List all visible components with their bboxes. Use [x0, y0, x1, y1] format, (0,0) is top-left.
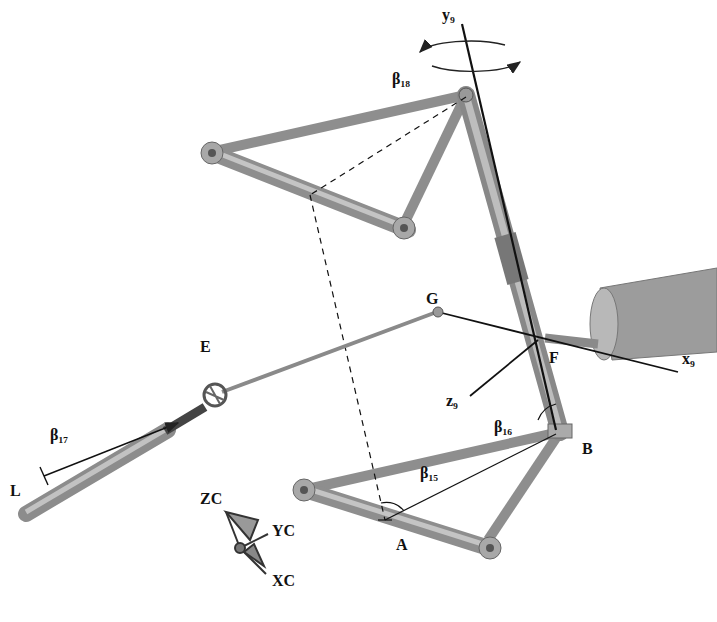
- rotation-arrow: [420, 41, 520, 71]
- stroke-arrow: [40, 423, 178, 485]
- part-label: F: [549, 349, 559, 367]
- drive-motor: [545, 268, 717, 360]
- part-label: YC: [272, 522, 295, 540]
- part-label: β₁₆: [494, 418, 512, 436]
- upper-wishbone: [201, 95, 466, 239]
- part-label: XC: [272, 572, 295, 590]
- lower-wishbone: [293, 432, 560, 559]
- part-label: G: [426, 290, 438, 308]
- part-label: A: [396, 536, 408, 554]
- construction-lines: [310, 97, 556, 520]
- local-axes: [438, 24, 678, 430]
- part-label: β₁₈: [392, 70, 410, 88]
- part-label: β₁₅: [420, 464, 438, 482]
- part-label: x₉: [682, 350, 695, 368]
- part-label: ZC: [200, 490, 222, 508]
- part-label: B: [582, 440, 593, 458]
- steering-linkage: [26, 307, 443, 514]
- part-label: E: [200, 338, 211, 356]
- part-label: z₉: [446, 392, 458, 410]
- part-label: y₉: [442, 6, 455, 24]
- part-label: L: [10, 482, 21, 500]
- strut-upright: [459, 88, 572, 438]
- global-frame: [226, 512, 268, 574]
- part-label: β₁₇: [50, 426, 68, 444]
